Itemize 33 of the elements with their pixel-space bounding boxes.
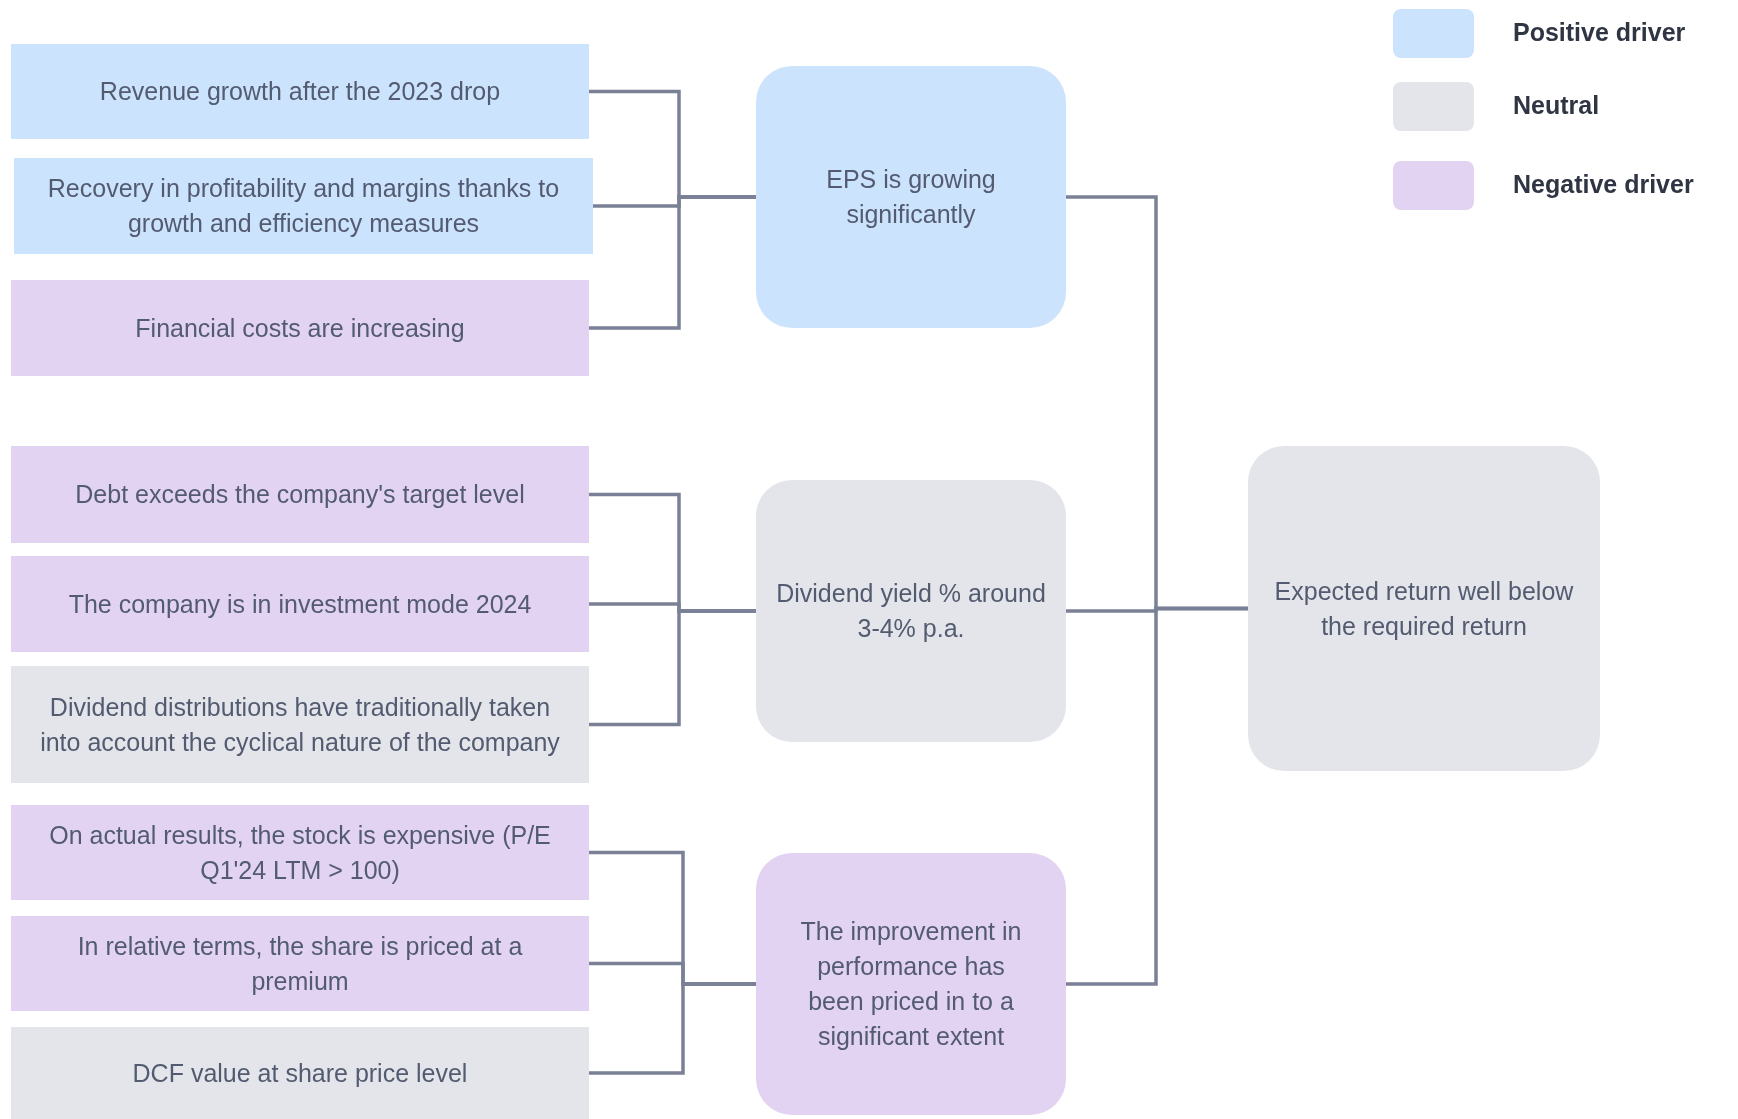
node-text: In relative terms, the share is priced at a premium <box>76 930 524 997</box>
legend-label: Neutral <box>1513 91 1600 120</box>
node-text: The improvement in performance has been priced in to a significant extent <box>799 916 1023 1052</box>
node-text: Dividend distributions have traditionally taken into account the cyclical nature of the company <box>39 691 561 758</box>
result-box <box>1248 446 1600 771</box>
driver-box <box>11 446 589 543</box>
driver-box <box>11 1027 589 1119</box>
node-text: The company is in investment mode 2024 <box>68 588 532 620</box>
result-box <box>756 66 1066 328</box>
node-text: EPS is growing significantly <box>825 164 997 230</box>
connector-line <box>589 982 756 1075</box>
driver-box <box>11 280 589 376</box>
driver-box <box>11 44 589 139</box>
legend-label: Negative driver <box>1513 170 1694 199</box>
legend-label: Positive driver <box>1513 18 1686 47</box>
driver-box <box>11 666 589 783</box>
node-text: DCF value at share price level <box>132 1057 468 1089</box>
result-box <box>756 853 1066 1115</box>
driver-box <box>11 916 589 1011</box>
driver-box <box>11 556 589 652</box>
connector-line <box>589 195 756 330</box>
node-text: Recovery in profitability and margins thanks to growth and efficiency measures <box>46 173 561 239</box>
node-text: Expected return well below the required return <box>1273 575 1575 642</box>
connector-line <box>1066 606 1248 986</box>
driver-box <box>11 805 589 900</box>
node-text: Debt exceeds the company's target level <box>75 479 525 510</box>
node-text: Financial costs are increasing <box>135 312 465 344</box>
connector-line <box>589 609 756 727</box>
node-text: Revenue growth after the 2023 drop <box>99 76 501 107</box>
driver-box <box>14 158 593 254</box>
node-text: On actual results, the stock is expensive (P/E Q1'24 LTM > 100) <box>48 819 552 886</box>
result-box <box>756 480 1066 742</box>
node-text: Dividend yield % around 3-4% p.a. <box>775 578 1047 644</box>
